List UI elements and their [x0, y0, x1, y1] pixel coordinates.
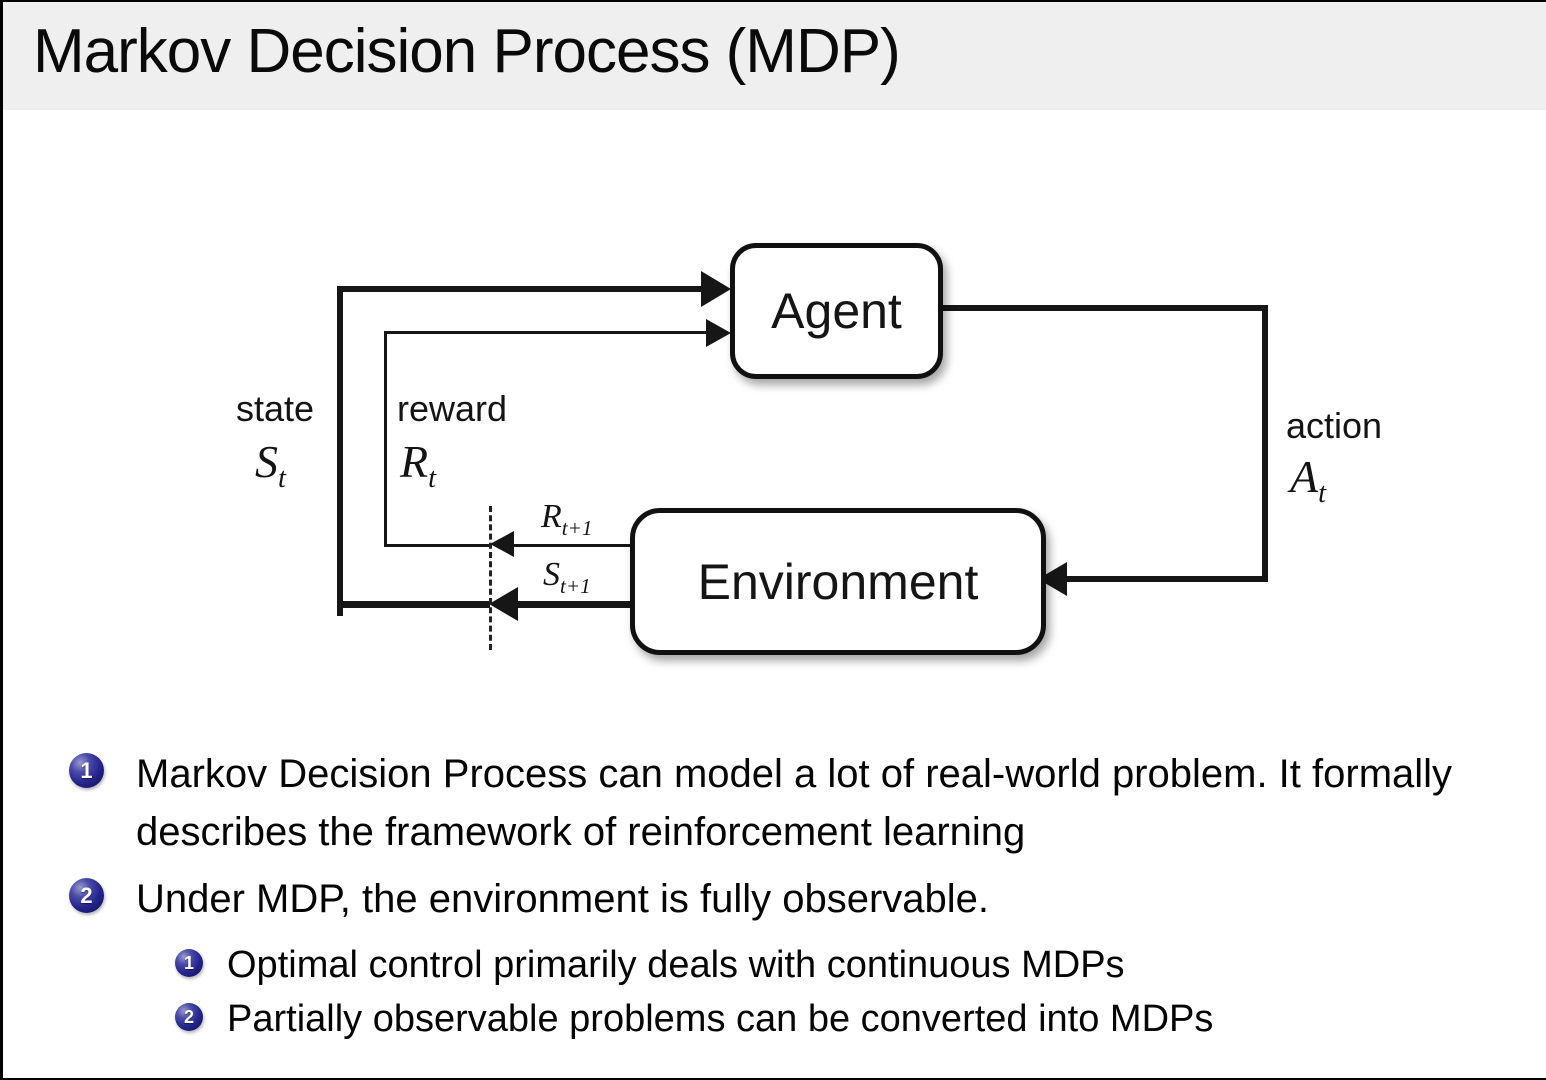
reward-label: reward	[397, 388, 508, 429]
action-loop-bottom-line	[1061, 576, 1268, 582]
reward-loop-top-line	[384, 331, 709, 334]
sub-bullet-1-text: Optimal control primarily deals with con…	[227, 944, 1125, 986]
next-state-line	[516, 601, 632, 608]
action-symbol: At	[1290, 451, 1327, 510]
action-loop-top-line	[931, 305, 1268, 311]
reward-loop-bottom-line	[384, 544, 490, 547]
next-state-symbol: St+1	[543, 556, 591, 598]
slide-title-bar: Markov Decision Process (MDP)	[3, 2, 1546, 110]
next-reward-line	[512, 544, 632, 547]
state-arrowhead-into-agent-icon	[701, 271, 731, 307]
sub-bullet-2-number-badge: 2	[175, 1003, 203, 1031]
next-reward-arrowhead-icon	[490, 531, 514, 557]
bullet-2-number-badge: 2	[69, 878, 104, 913]
sub-bullet-1-number-badge: 1	[175, 949, 203, 977]
time-step-dashed-line	[489, 506, 492, 650]
mdp-agent-environment-diagram: Agent Environment state St reward Rt Rt+…	[3, 110, 1546, 710]
reward-symbol: Rt	[400, 436, 437, 495]
state-loop-top-line	[337, 286, 705, 292]
slide-title: Markov Decision Process (MDP)	[33, 17, 901, 86]
environment-box: Environment	[630, 508, 1046, 655]
next-reward-symbol: Rt+1	[541, 498, 593, 540]
state-loop-bottom-line	[337, 601, 490, 608]
agent-box: Agent	[730, 243, 943, 379]
reward-arrowhead-into-agent-icon	[706, 319, 731, 347]
bullet-2-text: Under MDP, the environment is fully obse…	[136, 877, 990, 921]
agent-box-label: Agent	[771, 283, 902, 339]
environment-box-label: Environment	[697, 553, 979, 610]
state-loop-vertical-line	[337, 286, 343, 616]
reward-loop-vertical-line	[384, 331, 387, 547]
next-state-arrowhead-icon	[489, 587, 518, 621]
action-loop-vertical-line	[1262, 305, 1268, 580]
state-symbol: St	[255, 436, 286, 495]
state-label: state	[236, 388, 315, 429]
bullet-1-number-badge: 1	[69, 753, 104, 788]
bullet-1-text: Markov Decision Process can model a lot …	[136, 752, 1453, 854]
action-label: action	[1286, 405, 1383, 446]
sub-bullet-2-text: Partially observable problems can be con…	[227, 998, 1214, 1040]
